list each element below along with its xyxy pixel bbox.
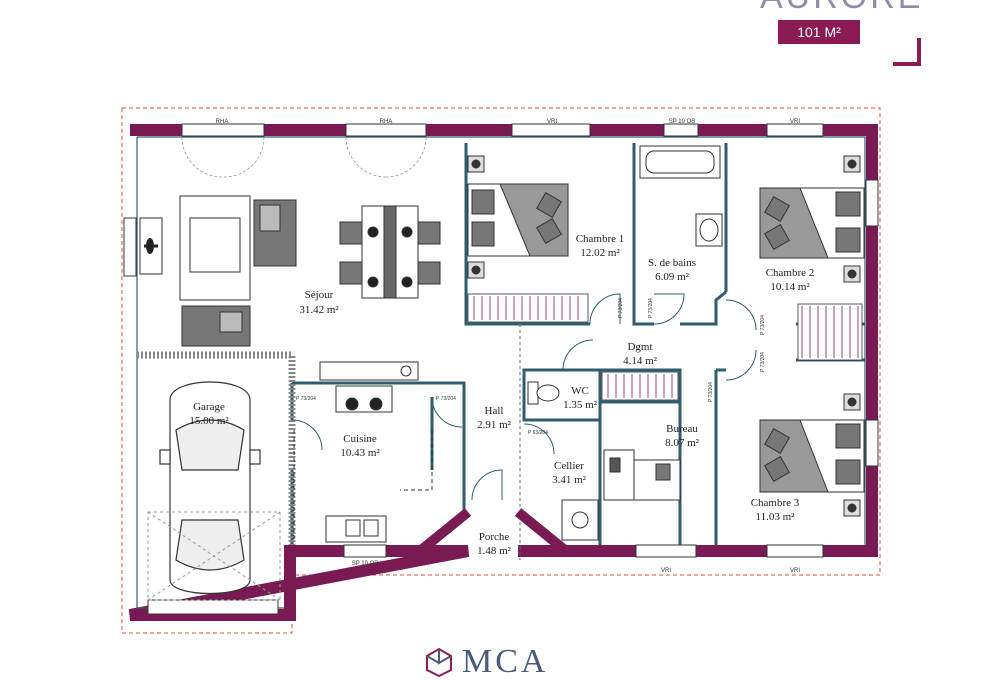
car: [159, 381, 261, 594]
corner-decoration: [893, 38, 921, 66]
room-labels: Séjour 31.42 m² Chambre 1 12.02 m² S. de…: [189, 233, 814, 557]
room-name-bureau: Bureau: [666, 423, 698, 435]
window-label: VRI: [547, 119, 557, 125]
bed-chambre-2: [759, 155, 865, 283]
room-area-cuisine: 10.43 m²: [340, 447, 380, 459]
window-label: RHA: [380, 119, 393, 125]
room-area-porche: 1.48 m²: [477, 545, 512, 557]
wardrobe-hallway: [601, 371, 679, 401]
garage-hatch-walls: [137, 351, 296, 545]
wardrobe-chambre-2: [797, 303, 863, 361]
door-label: P 73/204: [648, 298, 654, 318]
dining-table: [339, 205, 441, 299]
window-label: SP 10 OB: [352, 561, 379, 567]
brand-logo: MCA: [424, 643, 549, 680]
room-name-hall: Hall: [485, 405, 504, 417]
desk: [603, 449, 681, 501]
door-label: P 73/204: [708, 382, 714, 402]
door-label: P 73/204: [760, 352, 766, 372]
garage-door-swing: [147, 511, 281, 601]
room-area-chambre-2: 10.14 m²: [770, 281, 810, 293]
room-area-garage: 15.00 m²: [189, 415, 229, 427]
room-area-chambre-3: 11.03 m²: [756, 511, 796, 523]
room-name-chambre-3: Chambre 3: [751, 497, 800, 509]
door-label: P 73/204: [618, 298, 624, 318]
brand-logo-text: MCA: [462, 643, 549, 680]
room-area-bureau: 8.07 m²: [665, 437, 700, 449]
room-name-sdb: S. de bains: [648, 257, 696, 269]
room-area-sejour: 31.42 m²: [299, 304, 339, 316]
bed-chambre-3: [759, 393, 865, 517]
laundry-appliances: [561, 499, 599, 541]
door-label: P 63/204: [528, 430, 548, 436]
washbasin: [695, 213, 723, 247]
tv-unit: [139, 217, 163, 275]
room-name-dgmt: Dgmt: [627, 341, 652, 353]
kitchen-counter: [293, 430, 433, 540]
house-model-title: AURORE: [760, 0, 923, 17]
window-label: RHA: [216, 119, 229, 125]
cube-logo-icon: [426, 647, 452, 677]
room-name-chambre-2: Chambre 2: [766, 267, 815, 279]
kitchen-hood-island: [319, 361, 419, 381]
room-area-sdb: 6.09 m²: [655, 271, 690, 283]
room-area-dgmt: 4.14 m²: [623, 355, 658, 367]
patio-door-swings: [181, 136, 427, 178]
bed-chambre-1: [467, 155, 569, 279]
door-label: P 73/204: [760, 315, 766, 335]
wardrobe-chambre-1: [467, 293, 589, 323]
room-name-cellier: Cellier: [554, 460, 584, 472]
door-swings: [291, 293, 757, 501]
room-name-sejour: Séjour: [305, 289, 334, 301]
room-area-chambre-1: 12.02 m²: [580, 247, 620, 259]
room-name-chambre-1: Chambre 1: [576, 233, 625, 245]
surface-area-badge: 101 M²: [778, 20, 860, 44]
bathtub: [639, 145, 721, 179]
window-openings: [123, 123, 879, 615]
door-label: P 73/204: [296, 396, 316, 402]
window-label: VRI: [790, 119, 800, 125]
room-name-porche: Porche: [479, 531, 510, 543]
window-label: VRI: [661, 568, 671, 574]
room-area-wc: 1.35 m²: [563, 399, 598, 411]
door-labels: P 73/204 P 73/204 P 63/204 P 73/204 P 73…: [296, 298, 766, 436]
window-label: VRI: [790, 568, 800, 574]
window-labels: RHA RHA VRI SP 10 OB VRI SP 10 OB VRI VR…: [216, 119, 801, 574]
kitchen-bar-stools: [335, 385, 393, 413]
room-name-cuisine: Cuisine: [343, 433, 377, 445]
living-room-set: [179, 195, 297, 347]
toilet: [527, 381, 560, 405]
door-label: P 73/204: [436, 396, 456, 402]
room-area-hall: 2.91 m²: [477, 419, 512, 431]
room-area-cellier: 3.41 m²: [552, 474, 587, 486]
room-name-wc: WC: [571, 385, 589, 397]
window-label: SP 10 OB: [669, 119, 696, 125]
room-name-garage: Garage: [193, 401, 225, 413]
kitchen-sink: [325, 515, 387, 543]
porch-walls: [416, 508, 570, 555]
